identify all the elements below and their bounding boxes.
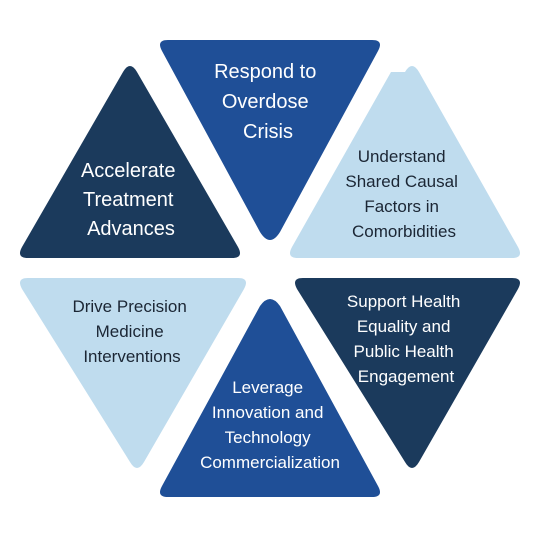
label-accelerate-treatment: Accelerate Treatment Advances xyxy=(81,160,181,240)
label-understand-causal: Understand Shared Causal Factors in Como… xyxy=(345,147,462,241)
segment-support-health-equality: Support Health Equality and Public Healt… xyxy=(295,278,520,468)
triangle-accelerate-treatment xyxy=(20,66,240,258)
triangle-drive-precision xyxy=(20,278,246,468)
segment-understand-causal: Understand Shared Causal Factors in Como… xyxy=(290,66,520,258)
label-respond-overdose: Respond to Overdose Crisis xyxy=(214,61,322,143)
segment-leverage-innovation: Leverage Innovation and Technology Comme… xyxy=(160,299,380,497)
segment-accelerate-treatment: Accelerate Treatment Advances xyxy=(20,66,240,258)
label-drive-precision: Drive Precision Medicine Interventions xyxy=(72,297,191,366)
segment-respond-overdose: Respond to Overdose Crisis xyxy=(160,40,380,240)
triangle-understand-causal xyxy=(290,66,520,258)
segment-drive-precision: Drive Precision Medicine Interventions xyxy=(20,278,246,468)
label-leverage-innovation: Leverage Innovation and Technology Comme… xyxy=(200,378,340,472)
triangle-support-health-equality xyxy=(295,278,520,468)
label-support-health-equality: Support Health Equality and Public Healt… xyxy=(347,292,465,386)
triangle-leverage-innovation xyxy=(160,299,380,497)
triangle-respond-overdose xyxy=(160,40,380,240)
